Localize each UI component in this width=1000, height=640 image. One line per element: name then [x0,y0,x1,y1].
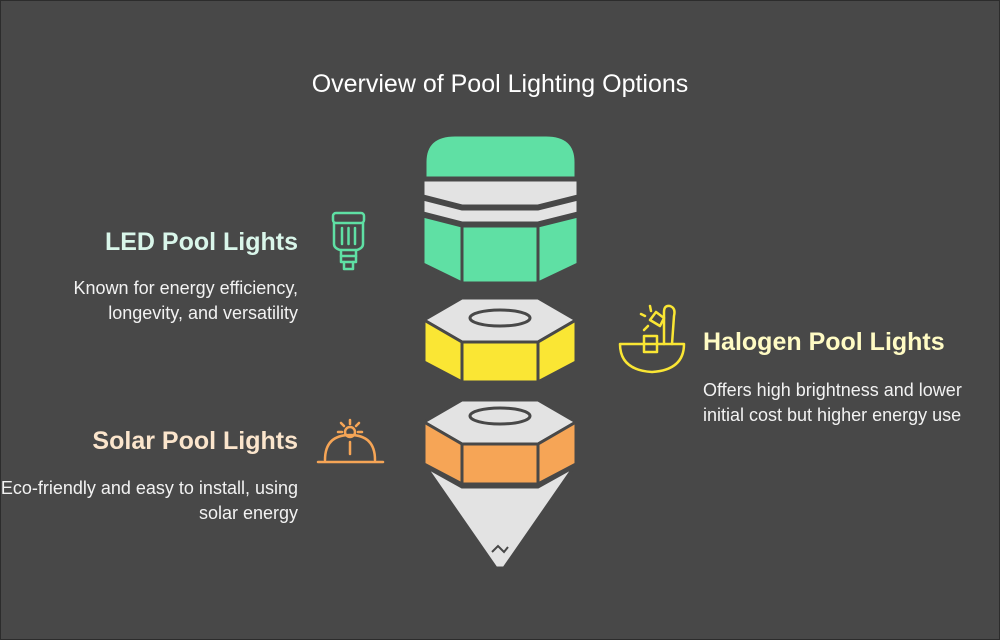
page-title: Overview of Pool Lighting Options [311,70,689,98]
solar-dome-icon [316,418,385,464]
led-bulb-icon [331,211,366,271]
led-description: Known for energy efficiency, longevity, … [73,278,298,323]
led-heading: LED Pool Lights [104,228,298,256]
halogen-lamp-icon [618,304,686,374]
halogen-heading: Halogen Pool Lights [703,328,945,356]
halogen-description: Offers high brightness and lower initial… [703,380,962,425]
solar-description: Eco-friendly and easy to install, using … [0,478,298,523]
solar-segment [421,398,579,570]
halogen-segment [421,296,579,384]
led-segment [421,133,580,285]
solar-heading: Solar Pool Lights [92,427,298,455]
